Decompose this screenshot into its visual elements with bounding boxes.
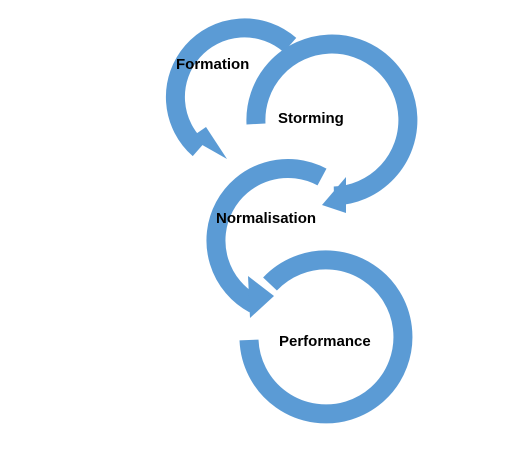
performance-arrow-icon <box>239 250 413 424</box>
stage-label-performance: Performance <box>279 333 371 350</box>
stage-label-formation: Formation <box>176 56 249 73</box>
formation-arrow-icon <box>165 18 297 159</box>
normalisation-arrow-icon <box>206 158 327 318</box>
stage-label-normalisation: Normalisation <box>216 210 316 227</box>
stage-label-storming: Storming <box>278 110 344 127</box>
storming-arrow-icon <box>246 34 418 213</box>
